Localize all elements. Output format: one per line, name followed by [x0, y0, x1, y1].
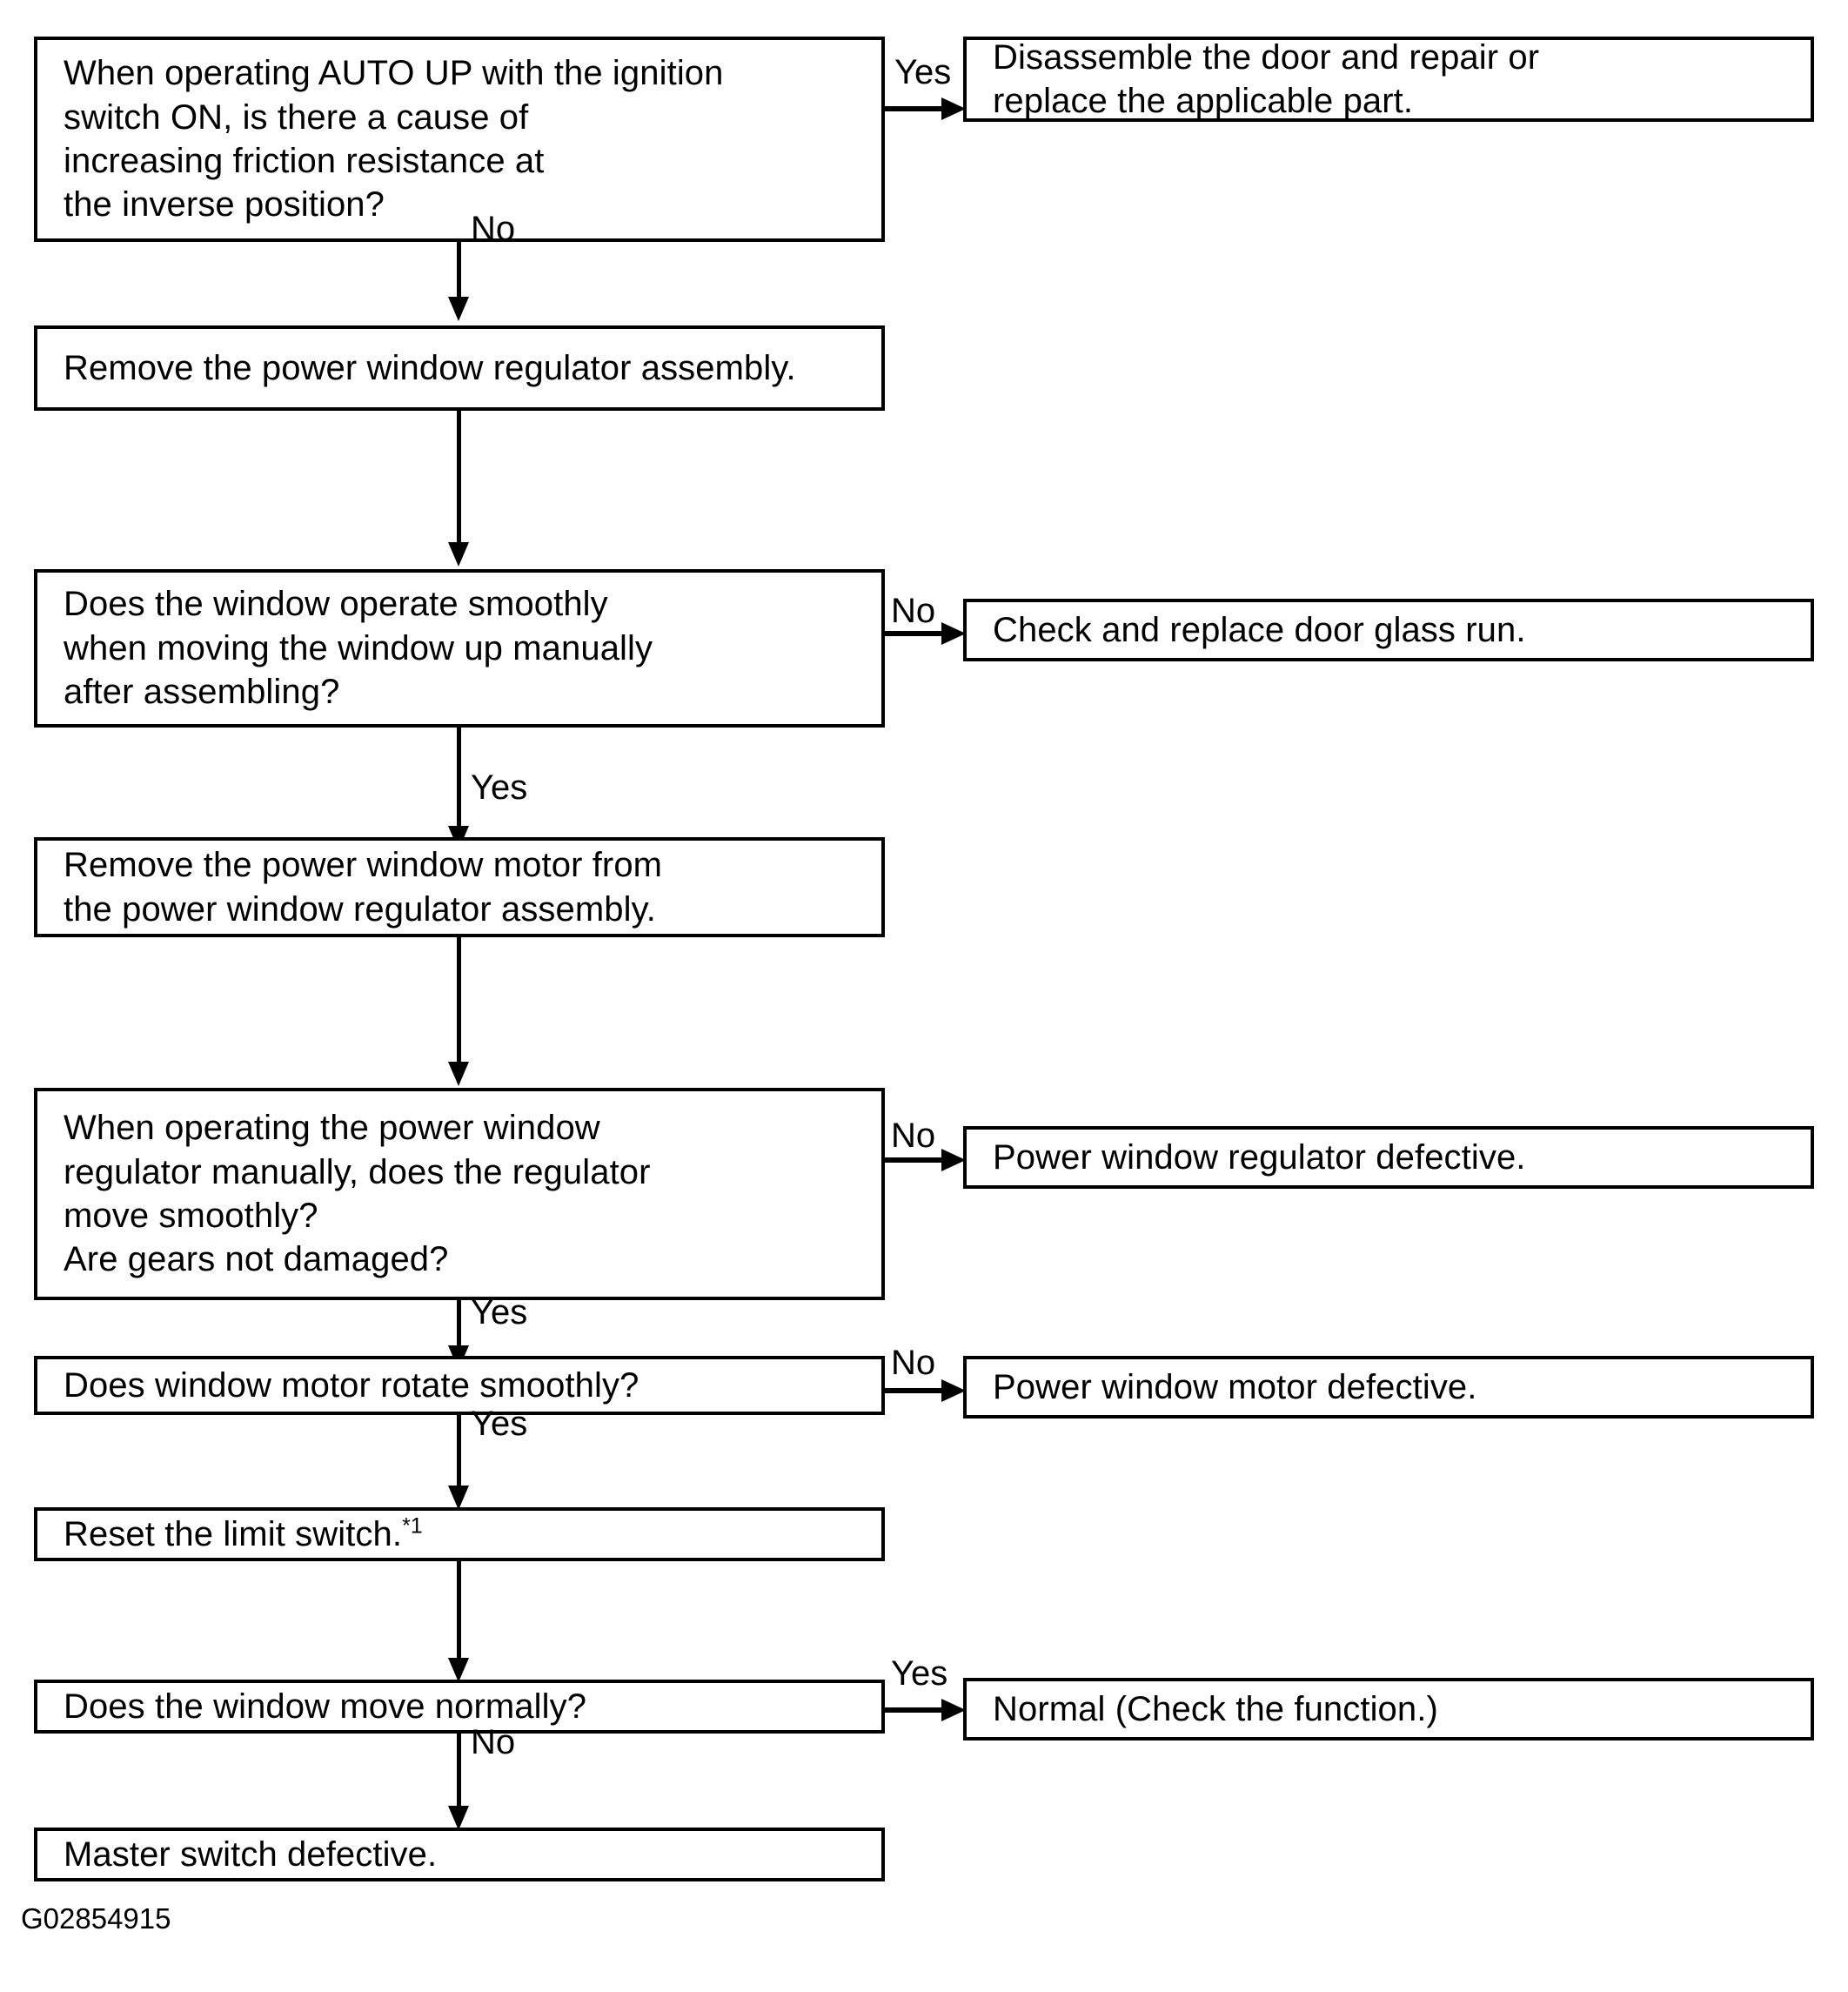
node-disassemble-door-repair[interactable]: Disassemble the door and repair or repla…	[963, 37, 1814, 122]
edge-line-n8-yes	[885, 1707, 947, 1713]
edge-line-n6-no	[885, 1388, 947, 1393]
node-text: Reset the limit switch.*1	[37, 1512, 423, 1556]
node-remove-regulator-assembly[interactable]: Remove the power window regulator assemb…	[34, 325, 885, 411]
edge-line-n3-yes	[457, 728, 461, 834]
footnote-marker: *1	[402, 1514, 423, 1539]
edge-label-n8-no: No	[471, 1723, 516, 1761]
edge-line-n6-yes	[457, 1415, 461, 1493]
node-text: Does the window move normally?	[64, 1687, 587, 1726]
edge-line-n5-yes	[457, 1300, 461, 1354]
edge-arrowhead-n8-yes	[941, 1699, 966, 1721]
node-text: When operating AUTO UP with the ignition…	[64, 54, 724, 225]
edge-label-n3-yes: Yes	[471, 768, 528, 807]
node-auto-up-friction-question[interactable]: When operating AUTO UP with the ignition…	[34, 37, 885, 242]
edge-arrowhead-n7-n8	[448, 1658, 469, 1682]
node-master-switch-defective[interactable]: Master switch defective.	[34, 1828, 885, 1881]
edge-line-n2-n3	[457, 411, 461, 550]
node-text: Disassemble the door and repair or repla…	[993, 37, 1540, 120]
edge-line-n3-no	[885, 631, 947, 636]
node-text-main: Reset the limit switch.	[64, 1514, 403, 1553]
node-motor-defective[interactable]: Power window motor defective.	[963, 1356, 1814, 1419]
node-regulator-move-smoothly-question[interactable]: When operating the power window regulato…	[34, 1088, 885, 1300]
edge-arrowhead-n6-no	[941, 1379, 966, 1402]
node-text: Master switch defective.	[64, 1834, 438, 1874]
node-text: Does the window operate smoothly when mo…	[64, 585, 653, 712]
edge-line-n1-no	[457, 242, 461, 305]
edge-line-n8-no	[457, 1734, 461, 1814]
node-text: When operating the power window regulato…	[64, 1109, 651, 1279]
node-window-move-normally-question[interactable]: Does the window move normally?	[34, 1680, 885, 1734]
node-text: Normal (Check the function.)	[993, 1689, 1438, 1728]
edge-arrowhead-n2-n3	[448, 542, 469, 567]
figure-code: G02854915	[21, 1902, 171, 1935]
edge-arrowhead-n6-yes	[448, 1486, 469, 1510]
node-normal-check-function[interactable]: Normal (Check the function.)	[963, 1678, 1814, 1740]
node-text: Power window motor defective.	[993, 1367, 1477, 1406]
edge-arrowhead-n3-no	[941, 622, 966, 645]
node-text: Check and replace door glass run.	[993, 610, 1526, 649]
edge-line-n4-n5	[457, 937, 461, 1070]
edge-arrowhead-n1-yes	[941, 97, 966, 120]
node-text: Remove the power window motor from the p…	[64, 846, 663, 929]
node-reset-limit-switch[interactable]: Reset the limit switch.*1	[34, 1507, 885, 1561]
node-text: Does window motor rotate smoothly?	[64, 1365, 639, 1405]
node-text: Power window regulator defective.	[993, 1137, 1526, 1177]
edge-line-n1-yes	[885, 106, 947, 111]
node-regulator-defective[interactable]: Power window regulator defective.	[963, 1126, 1814, 1189]
node-motor-rotate-smoothly-question[interactable]: Does window motor rotate smoothly?	[34, 1356, 885, 1415]
edge-arrowhead-n8-no	[448, 1806, 469, 1830]
edge-label-n5-no: No	[891, 1117, 936, 1155]
edge-label-n6-no: No	[891, 1344, 936, 1382]
node-remove-window-motor[interactable]: Remove the power window motor from the p…	[34, 837, 885, 937]
edge-arrowhead-n1-no	[448, 297, 469, 321]
node-text: Remove the power window regulator assemb…	[64, 348, 796, 387]
edge-arrowhead-n4-n5	[448, 1062, 469, 1086]
edge-label-n5-yes: Yes	[471, 1293, 528, 1331]
edge-label-n6-yes: Yes	[471, 1405, 528, 1443]
edge-label-n8-yes: Yes	[891, 1654, 948, 1693]
edge-label-n1-yes: Yes	[894, 53, 952, 91]
edge-line-n5-no	[885, 1157, 947, 1163]
edge-label-n1-no: No	[471, 210, 516, 248]
edge-line-n7-n8	[457, 1561, 461, 1666]
node-window-operate-smoothly-question[interactable]: Does the window operate smoothly when mo…	[34, 569, 885, 728]
node-check-replace-door-glass-run[interactable]: Check and replace door glass run.	[963, 599, 1814, 661]
edge-arrowhead-n5-no	[941, 1149, 966, 1171]
edge-label-n3-no: No	[891, 592, 936, 630]
